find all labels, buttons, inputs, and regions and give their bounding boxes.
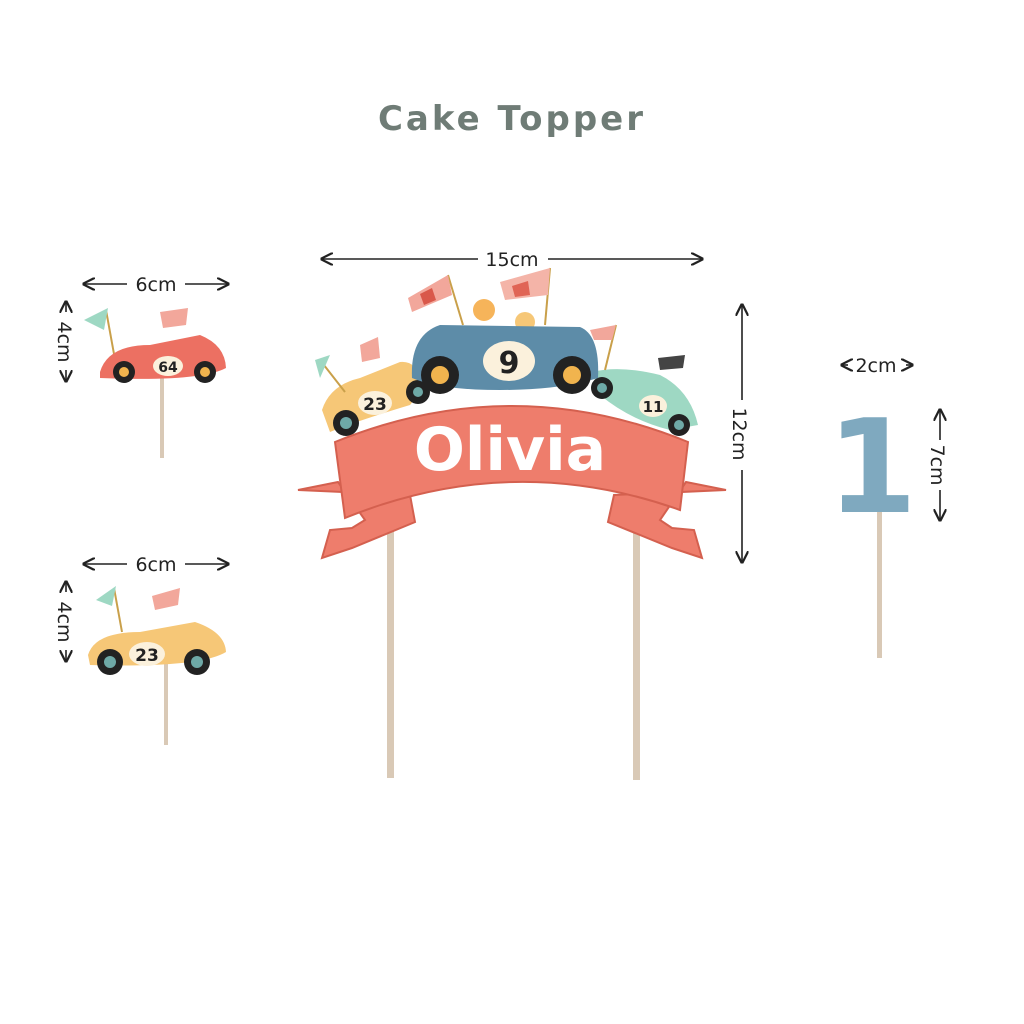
number-topper: 2cm 7cm 1 (827, 355, 948, 658)
stick (633, 530, 640, 780)
stick (877, 505, 882, 658)
car-number: 9 (499, 346, 520, 381)
numeral-width-label: 2cm (855, 355, 896, 377)
small-topper-red: 6cm 4cm 64 (53, 274, 228, 458)
main-topper: 15cm 12cm 23 (297, 249, 750, 780)
red-width-label: 6cm (135, 274, 176, 296)
name-banner: Olivia (297, 405, 727, 560)
car-number: 64 (158, 360, 178, 376)
car-number: 23 (363, 395, 387, 415)
numeral-height-label: 7cm (926, 444, 948, 485)
stick (164, 660, 168, 745)
small-topper-yellow: 6cm 4cm 23 (53, 554, 228, 745)
flag-icon (500, 267, 551, 326)
green-race-car: 11 (590, 324, 698, 436)
stick (387, 530, 394, 778)
banner-name: Olivia (414, 415, 606, 485)
red-height-label: 4cm (53, 321, 75, 362)
car-number: 11 (643, 398, 664, 416)
flag-icon (408, 274, 464, 326)
yellow-height-label: 4cm (53, 601, 75, 642)
yellow-race-car: 23 (315, 337, 430, 436)
main-width-label: 15cm (485, 249, 538, 271)
stick (160, 370, 164, 458)
page-title: Cake Topper (378, 99, 646, 139)
yellow-width-label: 6cm (135, 554, 176, 576)
car-number: 23 (135, 646, 159, 666)
blue-race-car: 9 (411, 299, 599, 394)
main-height-label: 12cm (728, 407, 750, 460)
numeral-shape: 1 (827, 391, 917, 543)
